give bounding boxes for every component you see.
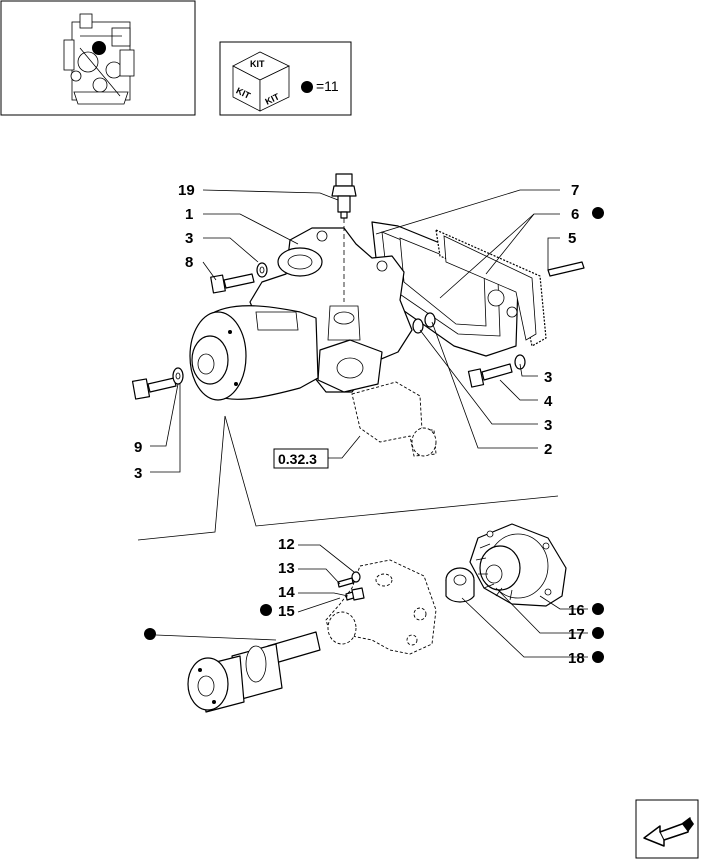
callout-4: 4 bbox=[544, 393, 553, 410]
kit-dot-icon bbox=[592, 627, 604, 639]
bolt-9-part bbox=[131, 367, 184, 400]
callout-19: 19 bbox=[178, 182, 195, 199]
callout-12: 12 bbox=[278, 536, 295, 553]
callout-1: 1 bbox=[185, 206, 193, 223]
kit-dot-icon bbox=[592, 207, 604, 219]
kit-box-icon: KIT KIT KIT bbox=[232, 51, 290, 112]
coolant-elbow-ghost-part bbox=[351, 381, 437, 457]
callout-14: 14 bbox=[278, 584, 295, 601]
next-page-arrow-icon bbox=[643, 817, 694, 847]
shaft-seal-part bbox=[445, 567, 475, 603]
pump-shaft-part bbox=[187, 631, 321, 713]
impeller-cover-part bbox=[469, 523, 567, 607]
callout-8: 8 bbox=[185, 254, 193, 271]
thermostat-housing-part bbox=[371, 221, 547, 357]
callout-3-upper: 3 bbox=[185, 230, 193, 247]
kit-dot-icon bbox=[144, 628, 156, 640]
location-marker bbox=[92, 41, 106, 55]
kit-legend: KIT KIT KIT =11 bbox=[219, 41, 352, 116]
callout-7: 7 bbox=[571, 182, 579, 199]
callout-18: 18 bbox=[568, 650, 585, 667]
engine-thumbnail bbox=[0, 0, 196, 116]
callout-5: 5 bbox=[568, 230, 576, 247]
kit-dot-icon bbox=[260, 604, 272, 616]
upper-leader-lines bbox=[137, 189, 560, 541]
pump-body-ghost-part bbox=[325, 559, 437, 655]
callout-15: 15 bbox=[278, 603, 295, 620]
callout-label-19: 19 bbox=[178, 182, 195, 199]
stud-part bbox=[547, 261, 585, 277]
kit-equals-label: =11 bbox=[316, 78, 339, 94]
next-page-button[interactable] bbox=[635, 799, 699, 859]
reference-link[interactable]: 0.32.3 bbox=[273, 448, 329, 469]
callout-6: 6 bbox=[571, 206, 579, 223]
water-pump-exploded-view bbox=[131, 173, 585, 541]
engine-location-icon bbox=[63, 13, 135, 105]
callout-3-lower: 3 bbox=[134, 465, 142, 482]
temperature-sensor-part bbox=[331, 173, 357, 219]
reference-label[interactable]: 0.32.3 bbox=[278, 451, 317, 467]
kit-word-top: KIT bbox=[250, 59, 265, 69]
callout-9: 9 bbox=[134, 439, 142, 456]
lower-leader-lines bbox=[155, 544, 588, 658]
callout-13: 13 bbox=[278, 560, 295, 577]
small-parts-12-15 bbox=[337, 571, 365, 601]
pump-internals-exploded-view bbox=[155, 523, 588, 713]
callout-3-right-a: 3 bbox=[544, 369, 552, 386]
callout-2: 2 bbox=[544, 441, 552, 458]
callout-17: 17 bbox=[568, 626, 585, 643]
kit-dot-icon bbox=[301, 81, 313, 93]
bolt-8-part bbox=[210, 262, 268, 294]
callout-16: 16 bbox=[568, 602, 585, 619]
kit-dot-icon bbox=[592, 603, 604, 615]
callout-3-right-b: 3 bbox=[544, 417, 552, 434]
kit-dot-icon bbox=[592, 651, 604, 663]
pulley-hub-part bbox=[189, 305, 319, 401]
